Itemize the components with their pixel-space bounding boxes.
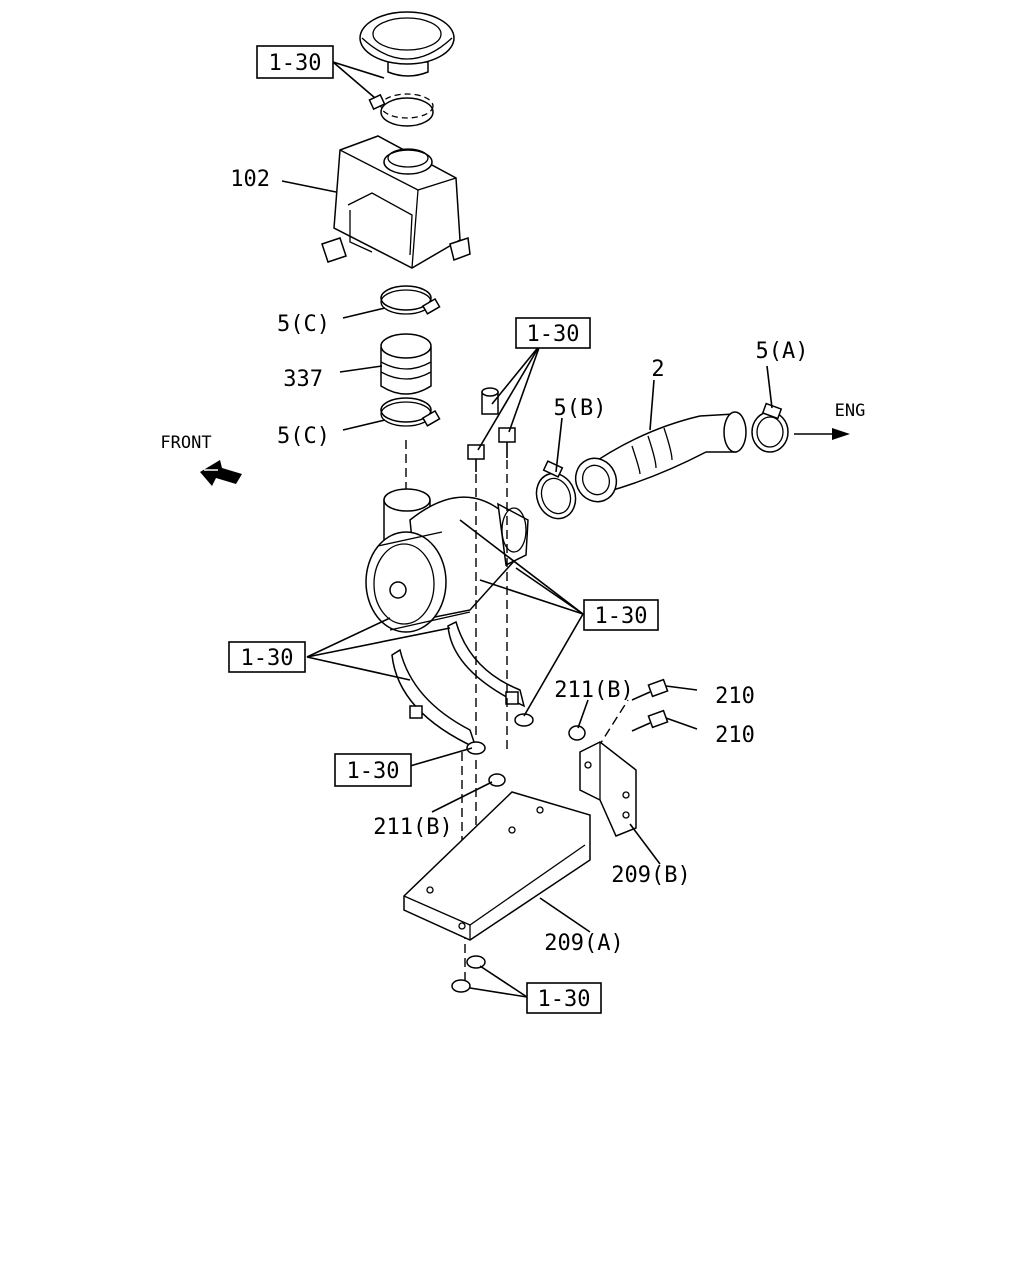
ref-box-nut [334,753,412,787]
label-337: 337 [283,367,323,392]
bracket-209a [403,791,591,941]
bolt-upper-right [498,427,516,458]
label-5a: 5(A) [756,339,809,364]
label-5c-lower: 5(C) [277,424,330,449]
air-cleaner-body [365,488,529,633]
nut-bottom-1 [466,955,486,969]
label-210-lower: 210 [715,723,755,748]
clamp-5b [535,460,577,520]
band-brackets [391,620,526,750]
ref-box-cap [256,45,334,79]
label-front: FRONT [160,433,211,453]
nut-bottom-2 [451,979,471,993]
nut-top [481,387,499,415]
ref-label-bottom: 1-30 [538,987,591,1012]
nut-211b-upper [568,725,586,741]
ref-label-bands: 1-30 [241,646,294,671]
front-arrow [200,460,242,486]
intake-hose-2 [574,411,747,503]
clamp-5c-upper [380,285,441,315]
nut-1 [466,741,486,755]
nut-2 [514,713,534,727]
bracket-209b [579,741,637,837]
ref-box-bolts [515,317,591,349]
ref-box-bottom [526,982,602,1014]
ref-label-cap: 1-30 [269,51,322,76]
rain-cap [359,11,455,77]
label-211b-lower: 211(B) [373,815,452,840]
ref-label-nut: 1-30 [347,759,400,784]
label-eng: ENG [835,401,866,421]
ref-label-body: 1-30 [595,604,648,629]
label-5b: 5(B) [554,396,607,421]
bolt-210-lower [631,709,669,732]
bolt-210-upper [631,678,669,701]
ref-box-bands [228,641,306,673]
label-210-upper: 210 [715,684,755,709]
hose-337 [380,333,432,395]
clamp-5a [751,402,789,453]
label-211b-upper: 211(B) [554,678,633,703]
label-2: 2 [651,357,664,382]
label-209b: 209(B) [611,863,690,888]
ref-label-bolts: 1-30 [527,322,580,347]
nut-211b-lower [488,773,506,787]
precleaner-102 [321,135,471,269]
cap-clamp [368,93,434,127]
ref-box-body [583,599,659,631]
eng-arrow [794,428,850,440]
bolt-upper-left [467,444,485,472]
label-5c-upper: 5(C) [277,312,330,337]
clamp-5c-lower [380,397,441,427]
label-209a: 209(A) [544,931,623,956]
label-102: 102 [230,167,270,192]
